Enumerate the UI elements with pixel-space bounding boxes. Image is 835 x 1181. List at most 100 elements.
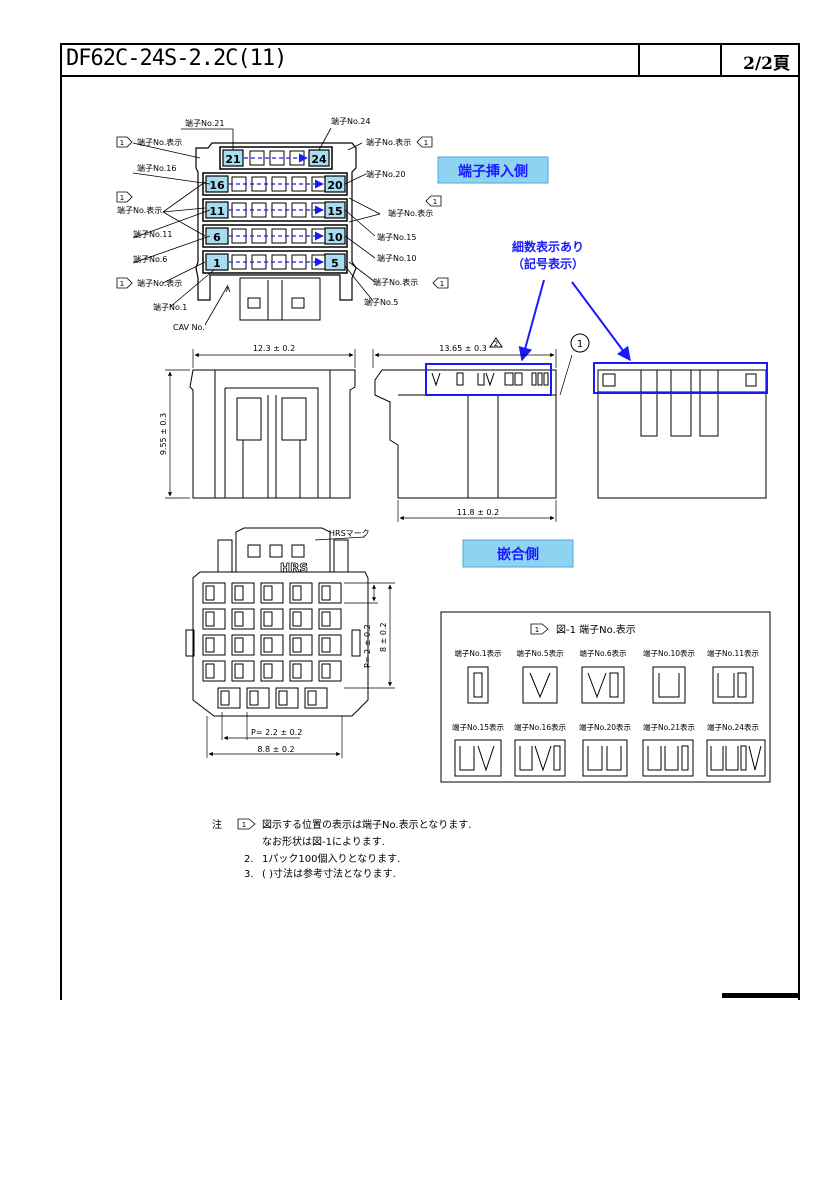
figure1-row1-labels: 端子No.1表示 端子No.5表示 端子No.6表示 端子No.10表示 端子N… [454,648,759,658]
row-num-16: 16 [209,179,225,192]
label-no6: 端子No.6 [133,254,167,264]
dim-width: 12.3 ± 0.2 [253,344,295,353]
mating-side-label: 嵌合側 [497,546,539,563]
svg-text:1: 1 [424,139,428,147]
svg-text:1: 1 [120,280,124,288]
notes: 注 1 図示する位置の表示は端子No.表示となります. なお形状は図-1によりま… [212,818,471,880]
page-cell: 2/2頁 [720,43,798,75]
label-no21: 端子No.21 [185,118,224,128]
callout-number: 1 [577,339,583,350]
mating-cavities [202,582,342,709]
notes-line2: 1パック100個入りとなります. [262,852,400,865]
row-num-5: 5 [331,257,339,270]
label-no15: 端子No.15 [377,232,416,242]
notes-line3-num: 3. [244,869,254,880]
fig-label-no21: 端子No.21表示 [643,722,695,732]
detail-arrow-right [571,281,631,362]
notes-marker-shape [237,818,256,830]
label-no5: 端子No.5 [364,297,398,307]
notes-marker: 1 [242,821,246,829]
mating-side-box [462,539,574,568]
marker-1-tl: 1 [116,136,133,148]
row-num-1: 1 [213,257,221,270]
svg-text:1: 1 [440,280,444,288]
revision-mark: 2 [494,340,498,348]
marker-1-tr: 1 [416,136,433,148]
insertion-side-box [437,156,549,184]
figure1-row2-labels: 端子No.15表示 端子No.16表示 端子No.20表示 端子No.21表示 … [452,722,759,732]
detail-arrow-left [518,279,545,362]
figure1-row1-symbols [467,666,754,704]
cav-arrow-mark: ∧ [225,285,232,295]
figure1-title: 1 図-1 端子No.表示 [530,623,636,636]
insertion-side-label: 端子挿入側 [458,163,528,180]
title-empty-cell [638,43,722,75]
row-num-15: 15 [327,205,342,218]
fig-label-no16: 端子No.16表示 [514,722,566,732]
marker-1-bl: 1 [116,277,133,289]
fig-label-no20: 端子No.20表示 [579,722,631,732]
label-cav-no: CAV No. [173,323,205,332]
fig-label-no6: 端子No.6表示 [579,648,627,658]
frame-corner-bar [722,993,798,998]
marker-1-br: 1 [432,277,449,289]
dim-height: 9.55 ± 0.3 [159,413,168,455]
label-no-display-tl: 端子No.表示 [137,137,182,147]
label-no11: 端子No.11 [133,229,172,239]
label-no-display-ml: 端子No.表示 [117,205,162,215]
detail-label-line1: 細数表示あり [512,239,584,254]
side-view [374,369,557,499]
fig-label-no5: 端子No.5表示 [516,648,564,658]
figure1-box [440,611,771,783]
marker-1-ml: 1 [116,191,133,203]
dim-pitch-h: P= 2.2 ± 0.2 [251,728,302,737]
label-no10: 端子No.10 [377,253,416,263]
notes-line1: 図示する位置の表示は端子No.表示となります. [262,818,471,831]
svg-text:1: 1 [120,194,124,202]
svg-text:1: 1 [120,139,124,147]
page-number: 2/2頁 [743,54,790,74]
label-no1: 端子No.1 [153,302,187,312]
label-no20: 端子No.20 [366,169,405,179]
dim-v-total: 8 ± 0.2 [379,622,388,652]
front-dims [165,349,356,499]
side-dims [372,349,573,522]
fig-label-no10: 端子No.10表示 [643,648,695,658]
row-num-20: 20 [327,179,343,192]
fig-label-no15: 端子No.15表示 [452,722,504,732]
notes-prefix: 注 [212,818,222,831]
row-num-10: 10 [327,231,343,244]
figure1-row2-symbols [454,739,766,777]
dim-depth: 13.65 ± 0.3 [439,344,486,353]
drawing-canvas: 21 24 16 20 11 15 6 10 1 5 [116,116,771,880]
rear-detail-highlight [593,362,768,394]
mating-dims [206,582,395,758]
label-no16: 端子No.16 [137,163,176,173]
part-number: DF62C-24S-2.2C(11) [66,46,287,71]
mating-view [185,527,369,717]
terminal-insertion-view: 21 24 16 20 11 15 6 10 1 5 [132,127,381,326]
side-detail-highlight [425,363,552,396]
label-no-display-bl: 端子No.表示 [137,278,182,288]
callout-circle [570,333,590,353]
notes-line1b: なお形状は図-1によります. [262,835,385,848]
notes-line2-num: 2. [244,854,254,865]
terminal-labels: 端子No.21 端子No.24 1 端子No.表示 端子No.表示 1 端子No… [116,116,449,332]
dim-pitch-v: P= 2 ± 0.2 [363,624,372,668]
label-no24: 端子No.24 [331,116,370,126]
revision-triangle [489,337,503,348]
title-block: DF62C-24S-2.2C(11) 2/2頁 [60,43,798,77]
fig-label-no24: 端子No.24表示 [707,722,759,732]
rear-view [597,369,767,499]
front-view [189,369,356,499]
fig-label-no11: 端子No.11表示 [707,648,759,658]
label-no-display-tr: 端子No.表示 [366,137,411,147]
row-num-11: 11 [209,205,224,218]
row-num-24: 24 [311,153,327,166]
detail-label-line2: （記号表示） [512,256,584,271]
svg-text:図-1 端子No.表示: 図-1 端子No.表示 [556,623,636,636]
fig-label-no1: 端子No.1表示 [454,648,502,658]
notes-line3: ( )寸法は参考寸法となります. [262,867,396,880]
hrs-mark-label: HRSマーク [329,529,370,538]
hrs-leader [314,536,366,541]
